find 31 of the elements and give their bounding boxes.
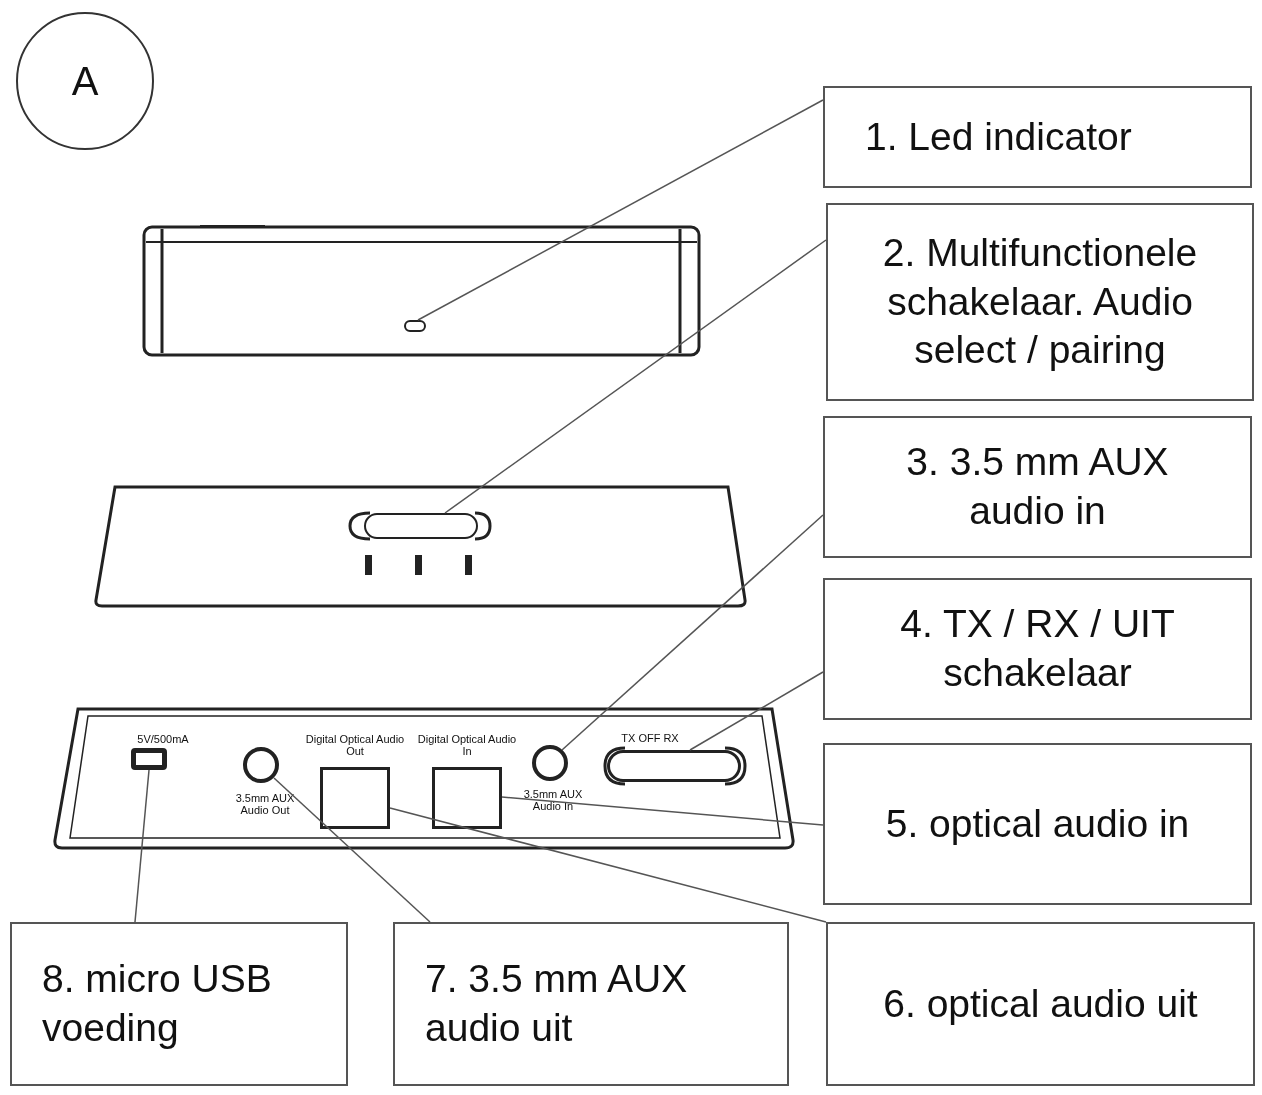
switch-label: TX OFF RX [620, 732, 680, 745]
port-label: Digital Optical Audio Out [304, 733, 406, 758]
port-label: 3.5mm AUX Audio In [522, 788, 584, 813]
port-label: Digital Optical Audio In [416, 733, 518, 758]
leader-line [689, 671, 824, 751]
callout-box: 1. Led indicator [823, 86, 1252, 188]
callout-box: 8. micro USB voeding [10, 922, 348, 1086]
leader-line [561, 514, 824, 751]
callout-box: 3. 3.5 mm AUX audio in [823, 416, 1252, 558]
callout-box: 4. TX / RX / UIT schakelaar [823, 578, 1252, 720]
callout-box: 6. optical audio uit [826, 922, 1255, 1086]
rating-label: 5V/500mA [136, 733, 190, 746]
callout-box: 5. optical audio in [823, 743, 1252, 905]
led-indicator [404, 320, 426, 332]
audio-jack [243, 747, 279, 783]
leader-line [134, 769, 150, 923]
leader-line [444, 239, 827, 514]
callout-box: 7. 3.5 mm AUX audio uit [393, 922, 789, 1086]
slide-switch [364, 513, 478, 539]
slide-switch [607, 750, 741, 782]
leader-line [389, 807, 827, 923]
circle-label: A [16, 12, 154, 150]
leader-line [273, 777, 431, 923]
leader-line [417, 99, 824, 321]
callout-box: 2. Multifunctionele schakelaar. Audio select / pairing [826, 203, 1254, 401]
port-label: 3.5mm AUX Audio Out [234, 792, 296, 817]
leader-line [501, 796, 824, 826]
audio-jack [532, 745, 568, 781]
optical-port [432, 767, 502, 829]
optical-port [320, 767, 390, 829]
usb-port [131, 748, 167, 770]
